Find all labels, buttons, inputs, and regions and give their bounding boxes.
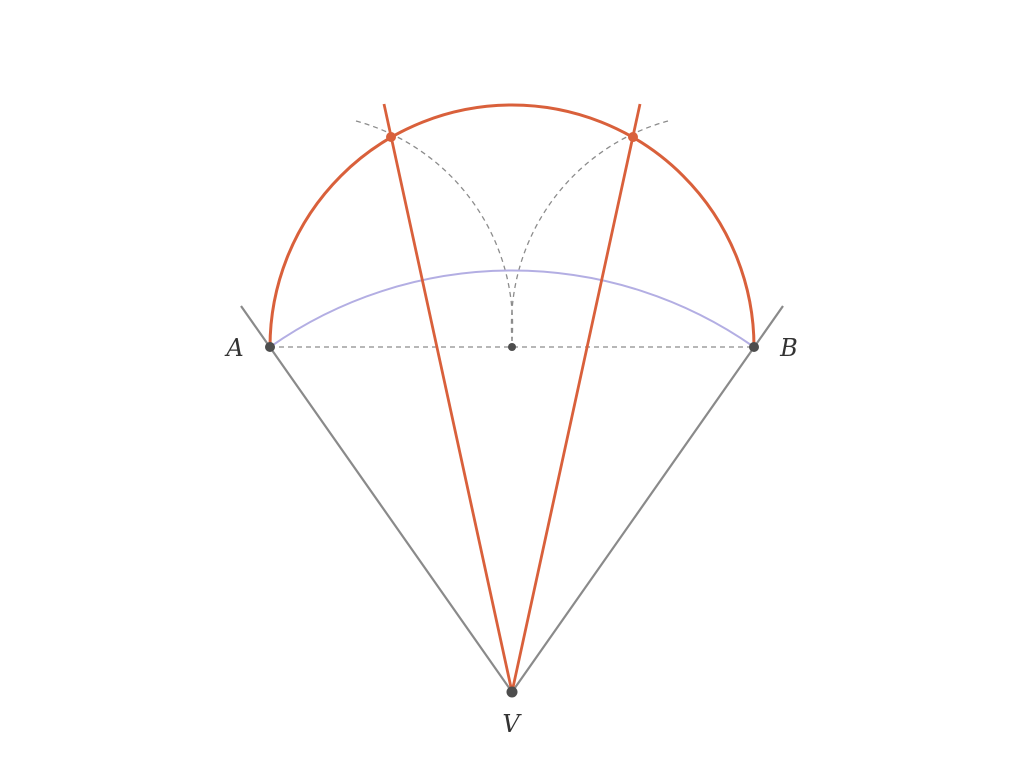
label-a: A bbox=[224, 334, 243, 362]
construction-arc-left bbox=[355, 120, 514, 342]
label-v: V bbox=[502, 710, 522, 738]
angle-side-left bbox=[240, 305, 513, 693]
intersection-point-left bbox=[386, 132, 396, 142]
point-v bbox=[506, 686, 518, 698]
semicircle bbox=[268, 103, 756, 348]
trisector-ray-left bbox=[382, 103, 514, 693]
trisector-ray-right bbox=[510, 103, 642, 693]
construction-arc-right bbox=[510, 120, 669, 342]
center-point bbox=[508, 343, 516, 351]
arc-ab bbox=[269, 269, 755, 348]
point-a bbox=[265, 342, 275, 352]
angle-side-right bbox=[511, 305, 784, 693]
intersection-point-right bbox=[628, 132, 638, 142]
point-b bbox=[749, 342, 759, 352]
label-b: B bbox=[779, 334, 798, 362]
